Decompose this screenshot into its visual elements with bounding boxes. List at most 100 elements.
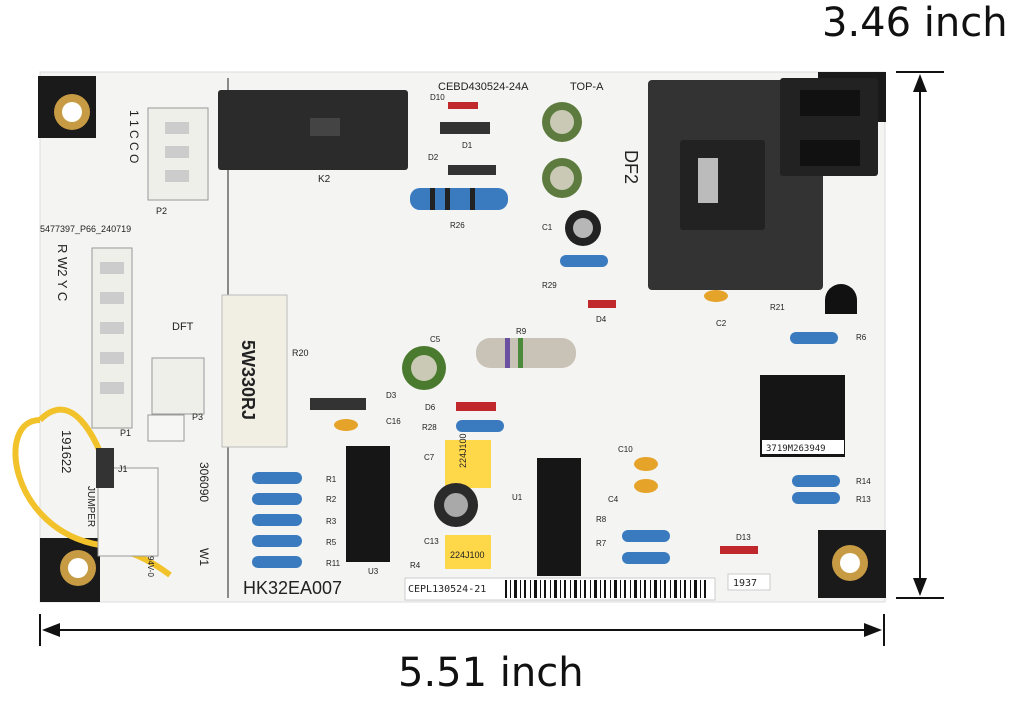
label-d13: D13 <box>736 533 751 542</box>
capacitor-electrolytic-center <box>434 483 478 527</box>
label-r26: R26 <box>450 221 465 230</box>
height-dimension-arrow <box>896 71 944 599</box>
mounting-hole-bottom-left <box>40 538 100 602</box>
label-p3: P3 <box>192 412 203 422</box>
resistor-r7 <box>622 552 670 564</box>
diode-d1 <box>440 122 490 134</box>
ic-u3 <box>346 446 390 562</box>
label-r2: R2 <box>326 495 337 504</box>
mounting-hole-top-left <box>38 76 96 138</box>
resistor-r28 <box>456 420 504 432</box>
resistor-r20-label: 5W330RJ <box>238 340 258 420</box>
resistor-r9 <box>476 338 576 368</box>
label-r20: R20 <box>292 348 309 358</box>
label-p2: P2 <box>156 206 167 216</box>
relay-df2 <box>648 78 878 290</box>
label-dft: DFT <box>172 321 194 333</box>
diode-d10 <box>448 102 478 109</box>
label-c5: C5 <box>430 335 441 344</box>
resistor-r20 <box>221 294 288 448</box>
connector-p3 <box>147 357 205 442</box>
label-c16: C16 <box>386 417 401 426</box>
label-r8: R8 <box>596 515 607 524</box>
misc-label: 94V-0 <box>146 556 155 577</box>
label-r1: R1 <box>326 475 337 484</box>
mounting-hole-bottom-right <box>818 530 886 598</box>
part-code: 5477397_P66_240719 <box>40 224 131 234</box>
label-d2: D2 <box>428 153 439 162</box>
label-d3: D3 <box>386 391 397 400</box>
capacitor-c16 <box>334 419 358 431</box>
capacitor-c4 <box>634 479 658 493</box>
resistor-r14 <box>792 475 840 487</box>
label-d10: D10 <box>430 93 445 102</box>
label-c2: C2 <box>716 319 727 328</box>
label-r13: R13 <box>856 495 871 504</box>
label-r9: R9 <box>516 327 527 336</box>
label-r7: R7 <box>596 539 607 548</box>
diode-d6 <box>456 402 496 411</box>
capacitor-c2 <box>704 290 728 302</box>
label-k2: K2 <box>318 174 331 185</box>
connector-p1 <box>91 247 133 429</box>
capacitor-c1 <box>565 210 601 246</box>
diode-d3 <box>310 398 366 410</box>
yellow-wire <box>12 417 172 578</box>
header-code: CEBD430524-24A <box>438 81 529 93</box>
width-dimension-arrow <box>39 614 885 646</box>
connector-j1 <box>96 448 114 488</box>
barcode-text: CEPL130524-21 <box>408 584 486 595</box>
height-dimension-label: 3.46 inch <box>822 0 1008 46</box>
diode-d4 <box>588 300 616 308</box>
c13-code: 224J100 <box>450 550 485 560</box>
w1-label: W1 <box>197 548 211 566</box>
label-r29: R29 <box>542 281 557 290</box>
label-c7: C7 <box>424 453 435 462</box>
capacitor-top <box>542 102 582 198</box>
date-code: 1937 <box>733 578 757 589</box>
top-label: TOP-A <box>570 81 604 93</box>
label-p1: P1 <box>120 428 131 438</box>
date-sticker <box>727 573 771 591</box>
resistor-bank-left <box>252 472 302 568</box>
serial-sticker <box>762 440 844 454</box>
model-label: HK32EA007 <box>243 578 342 598</box>
capacitor-c7 <box>445 440 491 488</box>
label-u1: U1 <box>512 493 523 502</box>
label-r21: R21 <box>770 303 785 312</box>
barcode-sticker <box>404 577 716 601</box>
width-dimension-label: 5.51 inch <box>398 650 584 696</box>
label-r28: R28 <box>422 423 437 432</box>
label-d1: D1 <box>462 141 473 150</box>
serial-code: 3719M263949 <box>766 444 826 454</box>
label-r6: R6 <box>856 333 867 342</box>
label-j1: J1 <box>118 464 128 474</box>
label-c1: C1 <box>542 223 553 232</box>
label-r4: R4 <box>410 561 421 570</box>
side-number: 306090 <box>197 462 211 502</box>
capacitor-c10 <box>634 457 658 471</box>
label-r5: R5 <box>326 538 337 547</box>
label-c4: C4 <box>608 495 619 504</box>
resistor-r8 <box>622 530 670 542</box>
jumper-label: JUMPER <box>85 486 96 527</box>
label-d4: D4 <box>596 315 607 324</box>
resistor-r29 <box>560 255 608 267</box>
transistor-q1 <box>825 284 857 314</box>
c7-code: 224J100 <box>458 433 468 468</box>
label-d6: D6 <box>425 403 436 412</box>
label-df2: DF2 <box>621 150 641 184</box>
label-c13: C13 <box>424 537 439 546</box>
diode-d13 <box>720 546 758 554</box>
capacitor-c13 <box>445 535 491 569</box>
label-r3: R3 <box>326 517 337 526</box>
relay-k2 <box>218 90 408 170</box>
terminal-letters: R W2 Y C <box>55 244 70 301</box>
ic-u1 <box>537 458 581 576</box>
diode-d2 <box>448 165 496 175</box>
label-u3: U3 <box>368 567 379 576</box>
resistor-r13 <box>792 492 840 504</box>
resistor-r26 <box>410 188 508 210</box>
capacitor-c5 <box>402 346 446 390</box>
